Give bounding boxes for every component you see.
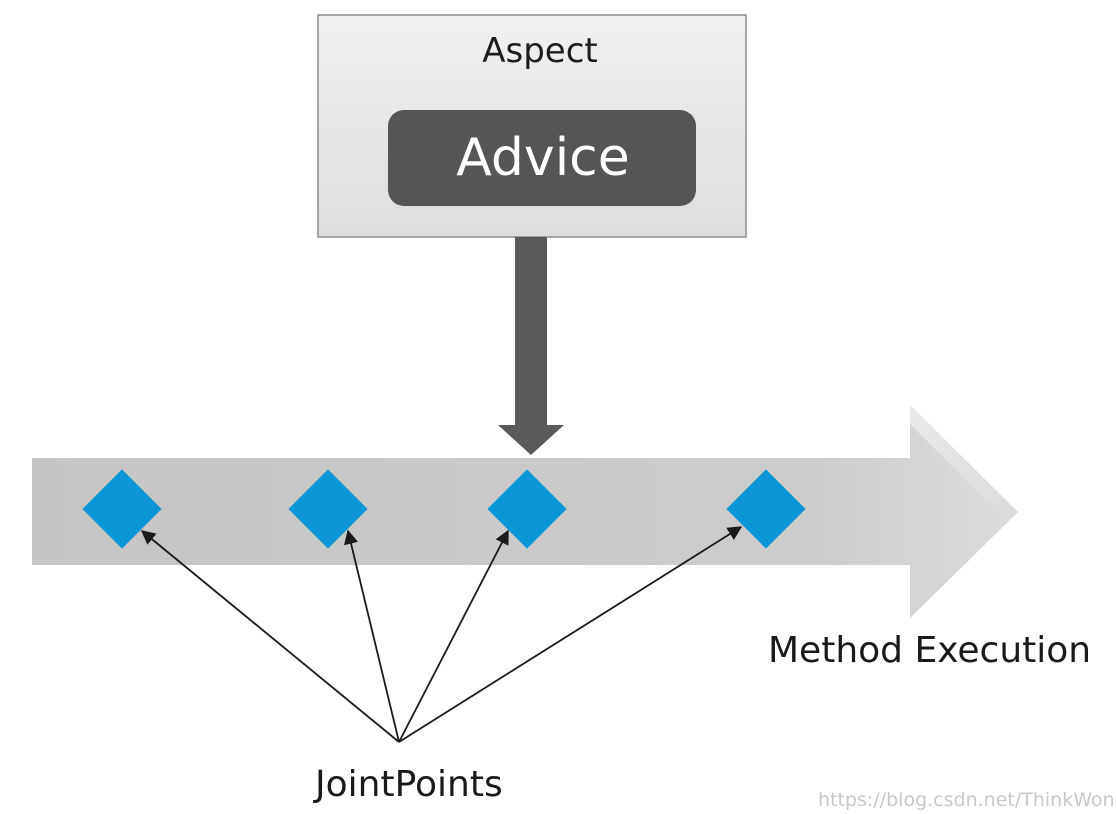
diamond-icon <box>288 469 368 549</box>
pointer-line <box>344 529 400 743</box>
pointer-line <box>140 530 400 743</box>
watermark-text: https://blog.csdn.net/ThinkWon <box>818 789 1115 811</box>
advice-box: Advice <box>388 110 696 206</box>
pointer-line <box>398 526 743 743</box>
diamond-icon <box>487 469 567 549</box>
advice-connector <box>498 237 564 455</box>
diamond-icon <box>726 469 806 549</box>
jointpoints-label: JointPoints <box>313 764 503 805</box>
advice-label: Advice <box>456 128 629 188</box>
pointer-line <box>398 529 509 743</box>
joinpoint-pointers <box>140 526 743 743</box>
connector-shaft <box>515 237 547 425</box>
method-execution-label: Method Execution <box>768 630 1091 671</box>
down-arrow-icon <box>498 425 564 455</box>
aspect-title: Aspect <box>482 31 598 71</box>
aspect-box: Aspect Advice <box>317 14 747 238</box>
